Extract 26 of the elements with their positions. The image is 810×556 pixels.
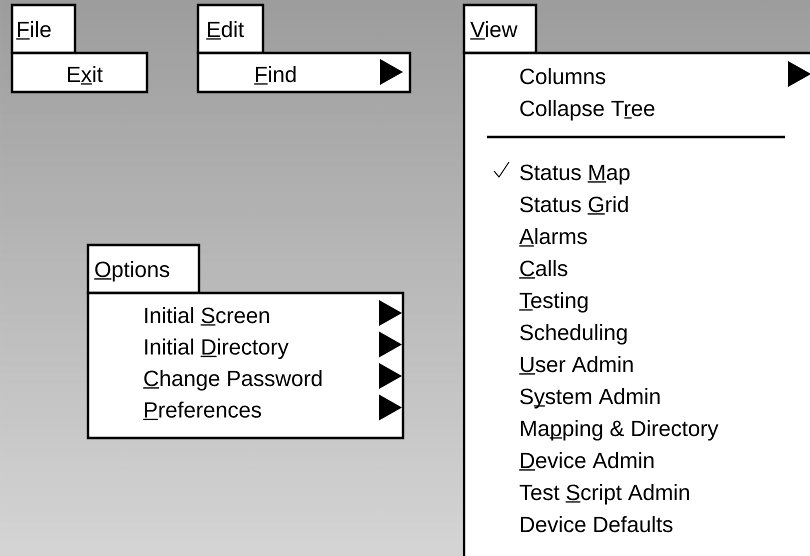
menu-tab: Edit xyxy=(196,4,264,54)
menu-item: Test Script Admin xyxy=(520,484,689,505)
menu-tab: View xyxy=(462,4,538,54)
menu-item: Testing xyxy=(519,292,588,313)
menu-item: Status Grid xyxy=(520,196,628,215)
menu-item: Alarms xyxy=(519,228,587,247)
menu-item: User Admin xyxy=(519,356,633,375)
dropdown-menu xyxy=(10,52,148,94)
menu-item: Initial Directory xyxy=(145,338,289,360)
menu-tab: Options xyxy=(86,244,200,294)
menu-item: System Admin xyxy=(520,388,660,409)
menu-item: Status Map xyxy=(520,164,630,185)
dropdown-menu xyxy=(462,52,810,556)
menu-item: Initial Screen xyxy=(145,307,269,326)
menu-item: Mapping & Directory xyxy=(521,420,718,441)
menu-item: Scheduling xyxy=(520,324,627,345)
menu-item: Device Admin xyxy=(519,452,654,471)
menu-item: Exit xyxy=(68,66,103,85)
menu-item: Columns xyxy=(520,68,606,84)
menu-item: Collapse Tree xyxy=(520,100,654,121)
menu-item: Device Defaults xyxy=(521,516,672,532)
menu-item: Change Password xyxy=(143,370,322,391)
menu-item: Calls xyxy=(519,260,568,279)
menu-item: Preferences xyxy=(143,402,262,420)
menu-tab: File xyxy=(10,4,76,54)
menu-item: Find xyxy=(254,66,296,85)
